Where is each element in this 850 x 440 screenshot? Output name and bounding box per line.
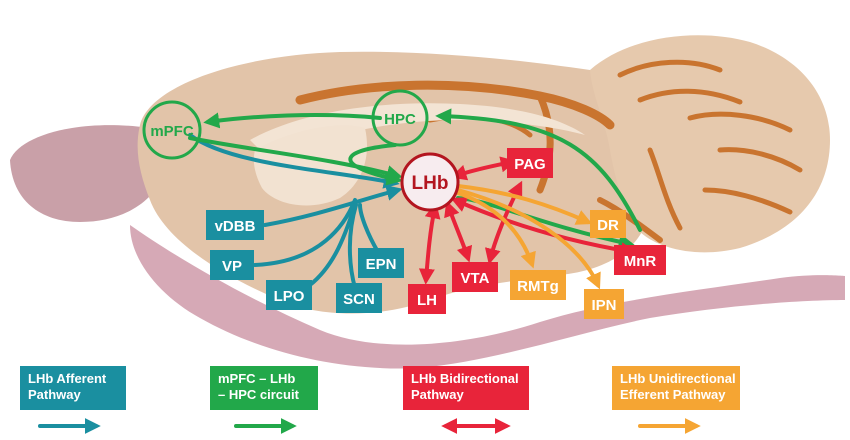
- legend-circuit-line2: – HPC circuit: [218, 387, 299, 402]
- node-ipn: IPN: [584, 289, 624, 319]
- legend-bidirectional-line1: LHb Bidirectional: [411, 371, 519, 386]
- node-scn: SCN: [336, 283, 382, 313]
- legend-efferent-line2: Efferent Pathway: [620, 387, 726, 402]
- legend-bidirectional: LHb Bidirectional Pathway: [403, 366, 529, 410]
- legend-bidirectional-line2: Pathway: [411, 387, 464, 402]
- node-dr-label: DR: [597, 217, 619, 234]
- node-mpfc: mPFC: [142, 100, 202, 160]
- legend-efferent-line1: LHb Unidirectional: [620, 371, 736, 386]
- node-mnr-label: MnR: [624, 253, 657, 270]
- afferent-arrows: [188, 133, 403, 290]
- cerebellum-region: [590, 35, 830, 253]
- arrow-lhb-to-ipn: [456, 188, 601, 290]
- node-lhb-label: LHb: [412, 173, 449, 194]
- legend-efferent: LHb Unidirectional Efferent Pathway: [612, 366, 740, 410]
- arrow-epn-to-lhb: [358, 203, 380, 254]
- arrow-mpfc-to-lhb: [188, 133, 400, 189]
- node-mnr: MnR: [614, 245, 666, 275]
- node-lhb: LHb: [400, 152, 460, 212]
- node-epn: EPN: [358, 248, 404, 278]
- node-ipn-label: IPN: [591, 297, 616, 314]
- node-lpo: LPO: [266, 280, 312, 310]
- node-vp-label: VP: [222, 258, 242, 275]
- arrow-lhb-to-rmtg: [453, 190, 536, 269]
- node-lh: LH: [408, 284, 446, 314]
- node-vta-label: VTA: [461, 270, 490, 287]
- legend-circuit-line1: mPFC – LHb: [218, 371, 296, 386]
- arrow-hpc-to-lhb: [348, 143, 403, 186]
- node-rmtg-label: RMTg: [517, 278, 559, 295]
- legend-afferent: LHb Afferent Pathway: [20, 366, 126, 410]
- legend-afferent-line2: Pathway: [28, 387, 81, 402]
- arrow-vdbb-to-lhb: [263, 185, 403, 227]
- node-rmtg: RMTg: [510, 270, 566, 300]
- node-hpc-label: HPC: [384, 111, 416, 128]
- node-lh-label: LH: [417, 292, 437, 309]
- node-hpc: HPC: [371, 89, 429, 147]
- brainstem-region: [130, 225, 845, 369]
- efferent-arrows: [453, 184, 601, 290]
- node-scn-label: SCN: [343, 291, 375, 308]
- arrow-lhb-to-dr: [456, 184, 593, 225]
- node-epn-label: EPN: [366, 256, 397, 273]
- node-pag: PAG: [507, 148, 553, 178]
- node-dr: DR: [590, 210, 626, 238]
- node-pag-label: PAG: [514, 156, 545, 173]
- node-vdbb-label: vDBB: [215, 218, 256, 235]
- arrow-vp-to-lhb: [253, 198, 357, 267]
- legend-afferent-line1: LHb Afferent: [28, 371, 107, 386]
- olfactory-region: [10, 125, 165, 222]
- arrow-hpc-to-mpfc: [203, 112, 382, 129]
- arrow-mpfc-to-lhb-green: [188, 136, 403, 181]
- legend-circuit: mPFC – LHb – HPC circuit: [210, 366, 318, 410]
- corpus-callosum: [250, 103, 585, 160]
- node-vdbb: vDBB: [206, 210, 264, 240]
- node-vp: VP: [210, 250, 254, 280]
- arrow-lhb-lh: [418, 202, 441, 285]
- node-mpfc-label: mPFC: [150, 123, 194, 140]
- arrow-scn-to-lhb: [347, 203, 358, 290]
- node-lpo-label: LPO: [274, 288, 305, 305]
- arrow-lhb-mnr: [450, 197, 637, 259]
- ventricle-shape: [253, 125, 368, 206]
- arrow-pag-vta: [484, 180, 523, 265]
- node-vta: VTA: [452, 262, 498, 292]
- cerebellar-folia: [617, 59, 803, 231]
